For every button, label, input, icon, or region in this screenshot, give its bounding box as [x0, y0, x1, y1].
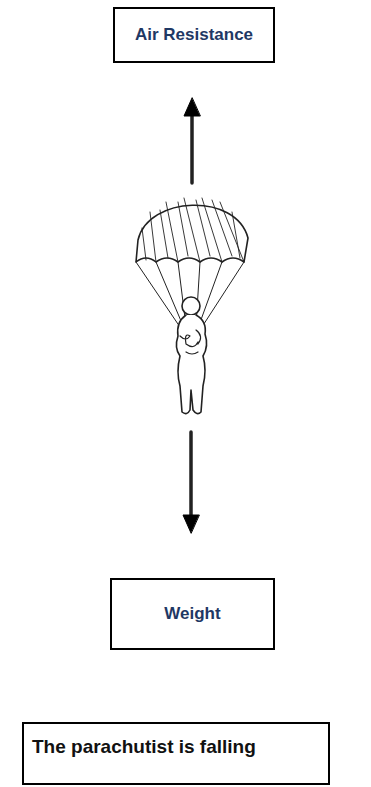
statement-box: The parachutist is falling: [22, 722, 330, 785]
force-label: Air Resistance: [135, 25, 253, 45]
force-arrow: [190, 112, 194, 183]
force-label: Weight: [164, 604, 220, 624]
person-body: [176, 315, 206, 414]
arrow-head: [184, 98, 200, 116]
force-label-box: Air Resistance: [113, 7, 275, 63]
arrow-head: [183, 515, 199, 533]
statement-text: The parachutist is falling: [32, 736, 256, 758]
force-arrow: [189, 432, 193, 518]
canopy-stripes: [142, 198, 244, 262]
person-head: [182, 297, 200, 315]
person-arms: [180, 330, 201, 354]
force-label-box: Weight: [110, 578, 275, 650]
